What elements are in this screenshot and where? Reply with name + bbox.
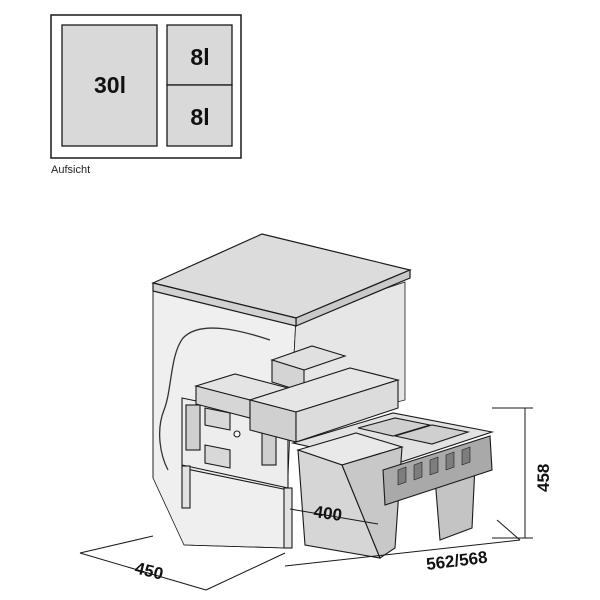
small-bin-top-2 — [394, 424, 471, 445]
upper-tray-side — [295, 379, 399, 443]
top-view: 30l 8l 8l Aufsicht — [50, 14, 242, 176]
dim-400-label: 400 — [312, 502, 343, 525]
small-bin-top-1 — [357, 417, 431, 437]
dim-562-ext-right — [496, 519, 521, 541]
bin-8l-top-label: 8l — [190, 44, 209, 70]
frame-rail — [181, 464, 289, 489]
bin-8l-bottom-outline — [166, 84, 233, 147]
dim-400-line — [289, 508, 379, 525]
cabinet-bottom-edge — [183, 544, 286, 549]
bin-8l-top-outline — [166, 24, 233, 86]
frame-bracket-4 — [204, 444, 231, 469]
frame-bracket-3 — [204, 407, 231, 431]
bin-30l-label: 30l — [94, 72, 126, 98]
drawer-side-perforation — [397, 446, 471, 486]
dim-562-label: 562/568 — [425, 548, 488, 574]
frame-leg-right — [283, 487, 293, 549]
dim-450-label: 450 — [133, 558, 165, 583]
upper-bins — [193, 345, 401, 443]
frame-leg-left — [181, 465, 191, 509]
bin-8l-bottom-label: 8l — [190, 104, 209, 130]
dim-458-label: 458 — [534, 464, 553, 492]
top-view-caption: Aufsicht — [51, 164, 90, 176]
dim-450-ext-left — [79, 535, 154, 554]
bin-30l-outline — [61, 24, 158, 147]
frame-bracket-1 — [185, 404, 201, 451]
dim-450-ext-right — [205, 552, 286, 591]
dimension-lines — [79, 407, 533, 591]
hose — [158, 327, 271, 471]
dim-562-line — [284, 539, 521, 567]
cabinet-countertop-front — [152, 282, 297, 327]
dim-450-line — [79, 552, 207, 591]
frame-screw — [233, 430, 241, 438]
drawer — [290, 412, 495, 559]
